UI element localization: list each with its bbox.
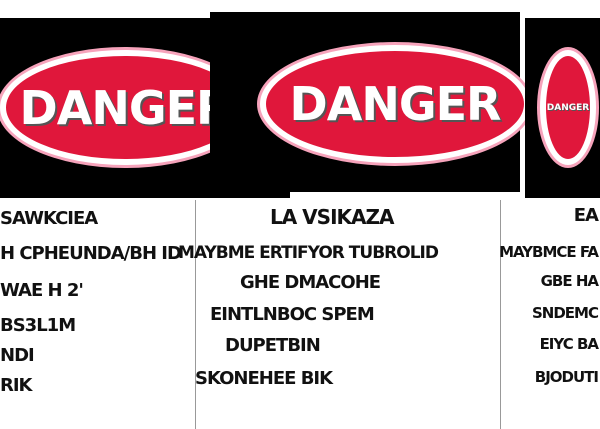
sign-left-panel [0, 200, 196, 429]
sign-middle-danger-oval: DANGER [260, 45, 530, 163]
sign-text-line: BS3L1M [0, 315, 76, 336]
sign-text-line: MAYBMCE FA [499, 243, 599, 261]
sign-text-line: BJODUTI [534, 368, 599, 386]
sign-text-line: SNDEMC [532, 304, 599, 322]
sign-text-line: NDI [0, 345, 35, 366]
sign-left-danger-oval: DANGER [0, 50, 250, 165]
sign-right-danger-oval: DANGER [540, 50, 596, 165]
sign-text-line: SKONEHEE BIK [195, 368, 333, 389]
sign-text-line: WAE H 2' [0, 280, 84, 301]
sign-text-line: DUPETBIN [225, 335, 321, 356]
sign-text-line: EINTLNBOC SPEM [210, 304, 375, 325]
sign-middle-header: DANGER [289, 77, 502, 131]
sign-text-line: EIYC BA [539, 335, 599, 353]
sign-text-line: LA VSIKAZA [270, 205, 394, 229]
sign-text-line: SAWKCIEA [0, 208, 98, 229]
sign-text-line: GHE DMACOHE [240, 272, 381, 293]
sign-right-header: DANGER [546, 102, 590, 113]
sign-text-line: GBE HA [540, 272, 599, 290]
sign-left-header: DANGER [19, 80, 232, 135]
sign-text-line: H CPHEUNDA/BH ID [0, 243, 182, 264]
sign-text-line: RIK [0, 375, 33, 396]
sign-text-line: EA [573, 205, 599, 226]
sign-middle-panel [200, 200, 501, 429]
sign-text-line: MAYBME ERTIFYOR TUBROLID [178, 243, 439, 263]
